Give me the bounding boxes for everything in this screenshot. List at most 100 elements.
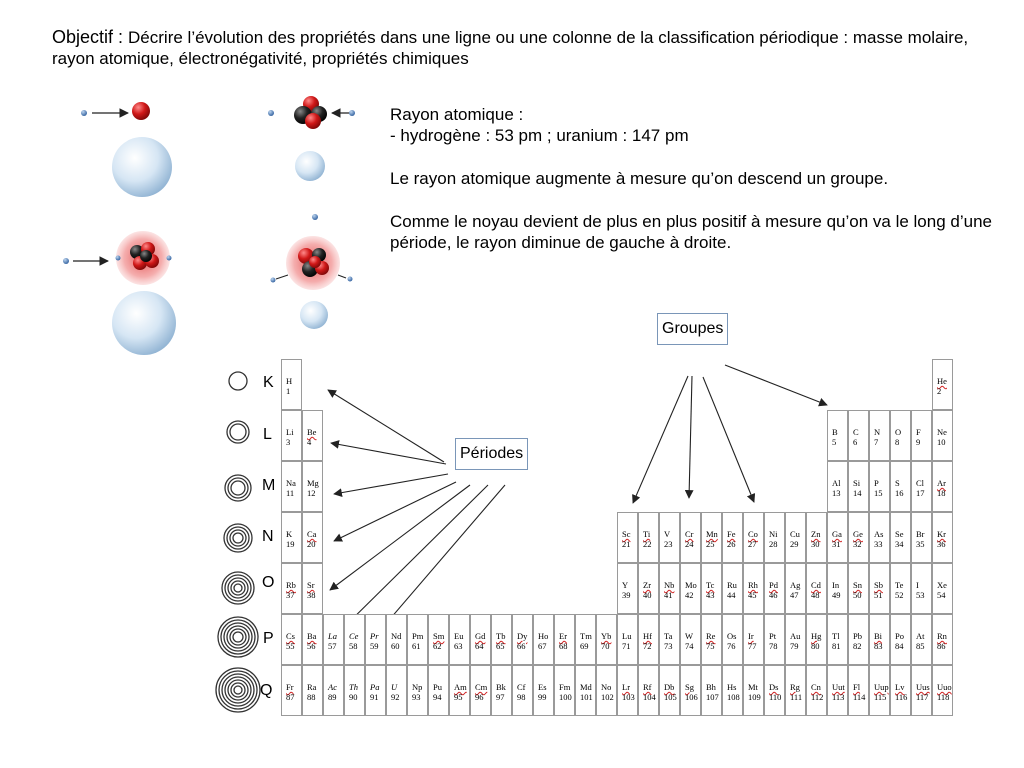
nucleus-neutron	[140, 250, 152, 262]
element-symbol: Cu	[790, 529, 800, 539]
element-number: 88	[307, 692, 316, 702]
element-number: 81	[832, 641, 841, 651]
element-symbol: Kr	[937, 529, 946, 539]
element-number: 6	[853, 437, 858, 447]
element-symbol: Nd	[391, 631, 402, 641]
element-number: 33	[874, 539, 883, 549]
element-symbol: K	[286, 529, 293, 539]
element-symbol: W	[685, 631, 694, 641]
element-number: 89	[328, 692, 337, 702]
element-symbol: Fe	[727, 529, 736, 539]
element-symbol: Rf	[643, 682, 652, 692]
element-number: 72	[643, 641, 652, 651]
element-number: 83	[874, 641, 883, 651]
element-symbol: Cl	[916, 478, 925, 488]
electron-cloud-small	[295, 151, 325, 181]
element-symbol: Pr	[370, 631, 379, 641]
element-number: 116	[895, 692, 908, 702]
element-symbol: Db	[664, 682, 675, 692]
element-symbol: H	[286, 376, 293, 386]
electron-dot	[312, 214, 318, 220]
element-number: 25	[706, 539, 715, 549]
electron-arrow	[337, 274, 347, 279]
element-symbol: Mt	[748, 682, 758, 692]
element-number: 7	[874, 437, 879, 447]
element-symbol: Ar	[937, 478, 946, 488]
element-symbol: Ds	[769, 682, 779, 692]
element-number: 31	[832, 539, 841, 549]
element-symbol: Ti	[643, 529, 651, 539]
element-number: 67	[538, 641, 547, 651]
element-symbol: Ca	[307, 529, 317, 539]
element-number: 59	[370, 641, 379, 651]
element-number: 50	[853, 590, 862, 600]
element-symbol: Pa	[370, 682, 380, 692]
element-number: 99	[538, 692, 547, 702]
element-symbol: Sm	[433, 631, 445, 641]
element-number: 57	[328, 641, 337, 651]
element-symbol: Ge	[853, 529, 863, 539]
element-number: 76	[727, 641, 736, 651]
element-symbol: Zn	[811, 529, 821, 539]
element-symbol: C	[853, 427, 859, 437]
element-symbol: Ru	[727, 580, 737, 590]
objective-body: Décrire l’évolution des propriétés dans …	[52, 28, 969, 68]
element-symbol: Rn	[937, 631, 947, 641]
element-symbol: Pt	[769, 631, 777, 641]
element-symbol: Po	[895, 631, 904, 641]
electron-cloud-large	[112, 291, 176, 355]
electron-dot	[347, 276, 353, 282]
nucleus	[132, 102, 150, 120]
element-symbol: Th	[349, 682, 358, 692]
element-symbol: Rg	[790, 682, 800, 692]
element-symbol: Mo	[685, 580, 697, 590]
element-symbol: Lr	[622, 682, 631, 692]
shell-label-n: N	[262, 528, 274, 545]
electron-dot	[81, 110, 87, 116]
element-symbol: F	[916, 427, 921, 437]
element-symbol: Ba	[307, 631, 317, 641]
element-symbol: In	[832, 580, 840, 590]
element-number: 51	[874, 590, 883, 600]
element-number: 97	[496, 692, 505, 702]
element-symbol: Y	[622, 580, 629, 590]
element-symbol: Os	[727, 631, 737, 641]
period-arrow	[333, 473, 449, 497]
element-number: 64	[475, 641, 484, 651]
shell-label-o: O	[262, 574, 275, 591]
electron-cloud-large	[112, 137, 172, 197]
element-number: 118	[937, 692, 950, 702]
shell-rings-m	[224, 474, 252, 502]
element-symbol: No	[601, 682, 612, 692]
element-symbol: Yb	[601, 631, 612, 641]
element-symbol: Ne	[937, 427, 947, 437]
electron-dot	[115, 255, 121, 261]
element-number: 53	[916, 590, 925, 600]
